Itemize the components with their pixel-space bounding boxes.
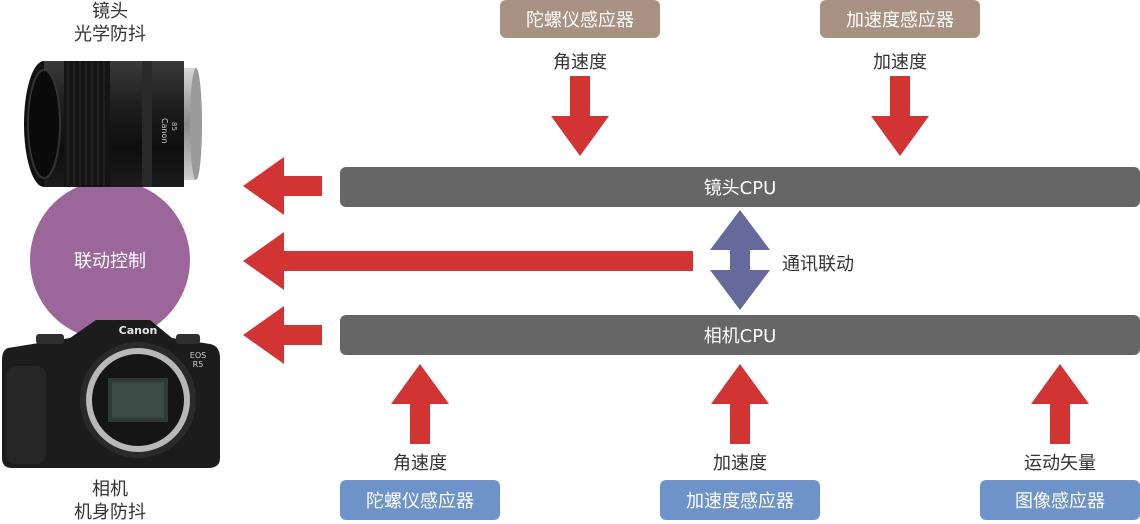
camera-caption-line1: 相机 [92, 479, 128, 500]
camera-cpu-label: 相机CPU [703, 326, 777, 347]
lens-accel-down-arrow [871, 76, 929, 156]
camera-model-line2: R5 [193, 360, 204, 369]
link-control-circle: 联动控制 [30, 180, 190, 340]
lens-svg: Canon 85 [24, 61, 202, 187]
camera-gyro-signal: 角速度 [393, 453, 447, 474]
camera-svg: Canon EOS R5 [2, 320, 220, 468]
image-sensor-signal: 运动矢量 [1024, 453, 1096, 474]
camera-accel-signal: 加速度 [713, 453, 767, 474]
lens-gyro-down-arrow [551, 76, 609, 156]
camera-brand-text: Canon [119, 324, 158, 337]
lens-cpu-label: 镜头CPU [703, 178, 777, 199]
camera-gyro-up-arrow [391, 364, 449, 444]
image-sensor-up-arrow [1031, 364, 1089, 444]
camera-output-arrow [243, 306, 322, 364]
link-output-arrow [243, 232, 693, 290]
communication-arrow [710, 210, 770, 310]
lens-accel-sensor-label: 加速度感应器 [846, 10, 954, 31]
link-control-label: 联动控制 [74, 251, 146, 272]
camera-accel-sensor-tag: 加速度感应器 [660, 480, 820, 520]
camera-caption-line2: 机身防抖 [74, 502, 146, 523]
lens-brand-text: Canon [160, 118, 169, 144]
communication-label: 通讯联动 [782, 254, 854, 275]
camera-model-line1: EOS [190, 351, 206, 360]
camera-accel-up-arrow [711, 364, 769, 444]
camera-gyro-sensor-tag: 陀螺仪感应器 [340, 480, 500, 520]
lens-image: Canon 85 [20, 58, 202, 190]
lens-caption-line1: 镜头 [92, 1, 128, 22]
lens-caption: 镜头 光学防抖 [30, 0, 190, 46]
camera-accel-sensor-label: 加速度感应器 [686, 491, 794, 512]
lens-accel-sensor-tag: 加速度感应器 [820, 0, 980, 38]
lens-cpu-bar: 镜头CPU [340, 167, 1140, 207]
image-sensor-label: 图像感应器 [1015, 491, 1105, 512]
image-sensor-tag: 图像感应器 [980, 480, 1140, 520]
lens-gyro-signal: 角速度 [553, 52, 607, 73]
lens-caption-line2: 光学防抖 [74, 24, 146, 45]
camera-caption: 相机 机身防抖 [30, 478, 190, 524]
lens-focal-text: 85 [170, 122, 178, 131]
lens-gyro-sensor-tag: 陀螺仪感应器 [500, 0, 660, 38]
camera-gyro-sensor-label: 陀螺仪感应器 [366, 491, 474, 512]
lens-gyro-sensor-label: 陀螺仪感应器 [526, 10, 634, 31]
lens-accel-signal: 加速度 [873, 52, 927, 73]
lens-output-arrow [243, 157, 322, 215]
camera-image: Canon EOS R5 [0, 308, 222, 470]
camera-cpu-bar: 相机CPU [340, 315, 1140, 355]
